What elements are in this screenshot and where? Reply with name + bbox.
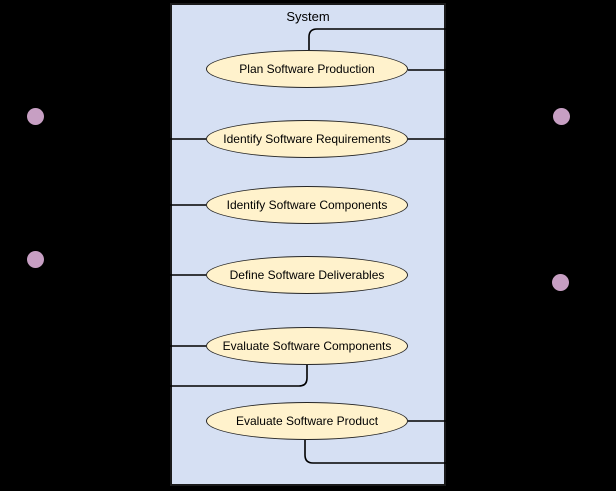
actor-head-icon bbox=[27, 251, 44, 268]
usecase-label: Define Software Deliverables bbox=[229, 268, 385, 282]
connector-evaluate-components-bottom-to-left-edge bbox=[170, 365, 308, 387]
connector-plan-top-to-right-edge bbox=[308, 28, 446, 50]
usecase-plan-software-production: Plan Software Production bbox=[206, 50, 408, 88]
usecase-define-software-deliverables: Define Software Deliverables bbox=[206, 256, 408, 294]
usecase-identify-software-components: Identify Software Components bbox=[206, 186, 408, 224]
usecase-evaluate-software-product: Evaluate Software Product bbox=[206, 402, 408, 440]
usecase-label: Identify Software Requirements bbox=[223, 132, 391, 146]
actor-head-icon bbox=[27, 108, 44, 125]
connector-evaluate-product-bottom-to-right-edge bbox=[304, 440, 446, 464]
usecase-label: Identify Software Components bbox=[226, 198, 388, 212]
actor-head-icon bbox=[552, 274, 569, 291]
usecase-label: Evaluate Software Components bbox=[222, 339, 392, 353]
actor-head-icon bbox=[553, 108, 570, 125]
system-boundary-title: System bbox=[286, 9, 330, 24]
usecase-label: Plan Software Production bbox=[239, 62, 375, 76]
usecase-evaluate-software-components: Evaluate Software Components bbox=[206, 327, 408, 365]
usecase-label: Evaluate Software Product bbox=[235, 414, 379, 428]
usecase-identify-software-requirements: Identify Software Requirements bbox=[206, 120, 408, 158]
